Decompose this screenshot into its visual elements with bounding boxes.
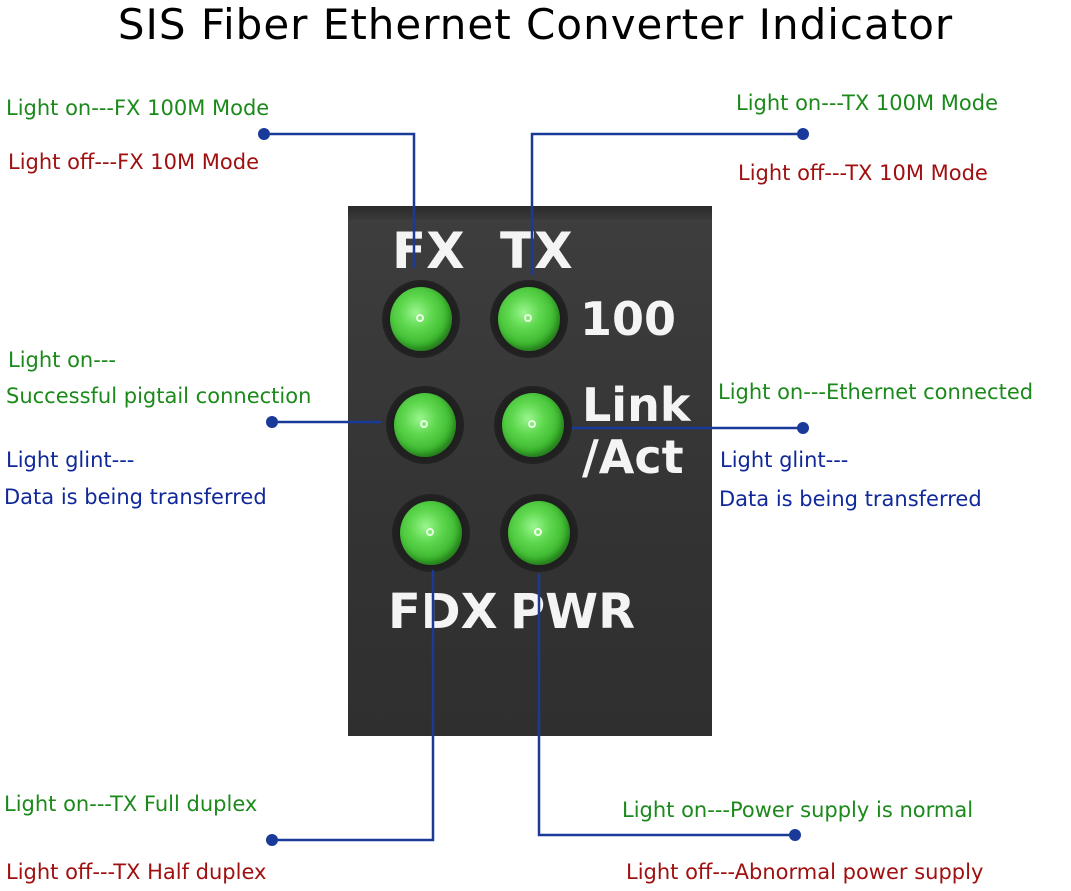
note-tx-off: Light off---TX 10M Mode [738, 161, 988, 185]
note-fdx-on: Light on---TX Full duplex [4, 792, 258, 816]
note-fx-off: Light off---FX 10M Mode [8, 150, 260, 174]
leader-line-fx [264, 132, 416, 268]
note-eth-link-on: Light on---Ethernet connected [718, 380, 1034, 404]
leader-dot-fx [258, 128, 270, 140]
label-fdx: FDX [388, 584, 498, 640]
label-tx: TX [500, 222, 573, 280]
note-pwr-off: Light off---Abnormal power supply [626, 860, 984, 884]
label-100: 100 [580, 292, 677, 346]
page-title: SIS Fiber Ethernet Converter Indicator [117, 0, 954, 49]
leader-line-pwr [537, 574, 795, 837]
led-tx-indicator [498, 287, 560, 351]
leader-dot-tx [797, 128, 809, 140]
note-fiber-link-glint-line1: Light glint--- [6, 448, 135, 472]
led-fx-indicator [390, 287, 452, 351]
panel-top-edge [348, 206, 712, 220]
leader-line-tx [530, 132, 803, 275]
label-fx: FX [392, 222, 465, 280]
led-fiber-link-indicator [394, 393, 456, 457]
note-tx-on: Light on---TX 100M Mode [736, 91, 999, 115]
note-eth-link-glint-line1: Light glint--- [720, 448, 849, 472]
leader-dot-fiber-link [266, 416, 278, 428]
note-fx-on: Light on---FX 100M Mode [6, 96, 270, 120]
note-fdx-off: Light off---TX Half duplex [6, 860, 267, 884]
led-pwr-indicator [508, 501, 570, 565]
label-pwr: PWR [510, 584, 636, 640]
note-pwr-on: Light on---Power supply is normal [622, 798, 974, 822]
led-fdx-indicator [400, 501, 462, 565]
note-fiber-link-on-line2: Successful pigtail connection [6, 384, 312, 408]
leader-dot-pwr [789, 829, 801, 841]
note-fiber-link-glint-line2: Data is being transferred [4, 485, 267, 509]
leader-dot-fdx [266, 834, 278, 846]
label-link: Link [582, 378, 691, 432]
led-eth-link-indicator [502, 393, 564, 457]
label-act: /Act [582, 430, 684, 484]
leader-line-fdx [272, 570, 435, 842]
leader-dot-eth-link [797, 422, 809, 434]
note-fiber-link-on-line1: Light on--- [8, 348, 116, 372]
note-eth-link-glint-line2: Data is being transferred [719, 487, 982, 511]
